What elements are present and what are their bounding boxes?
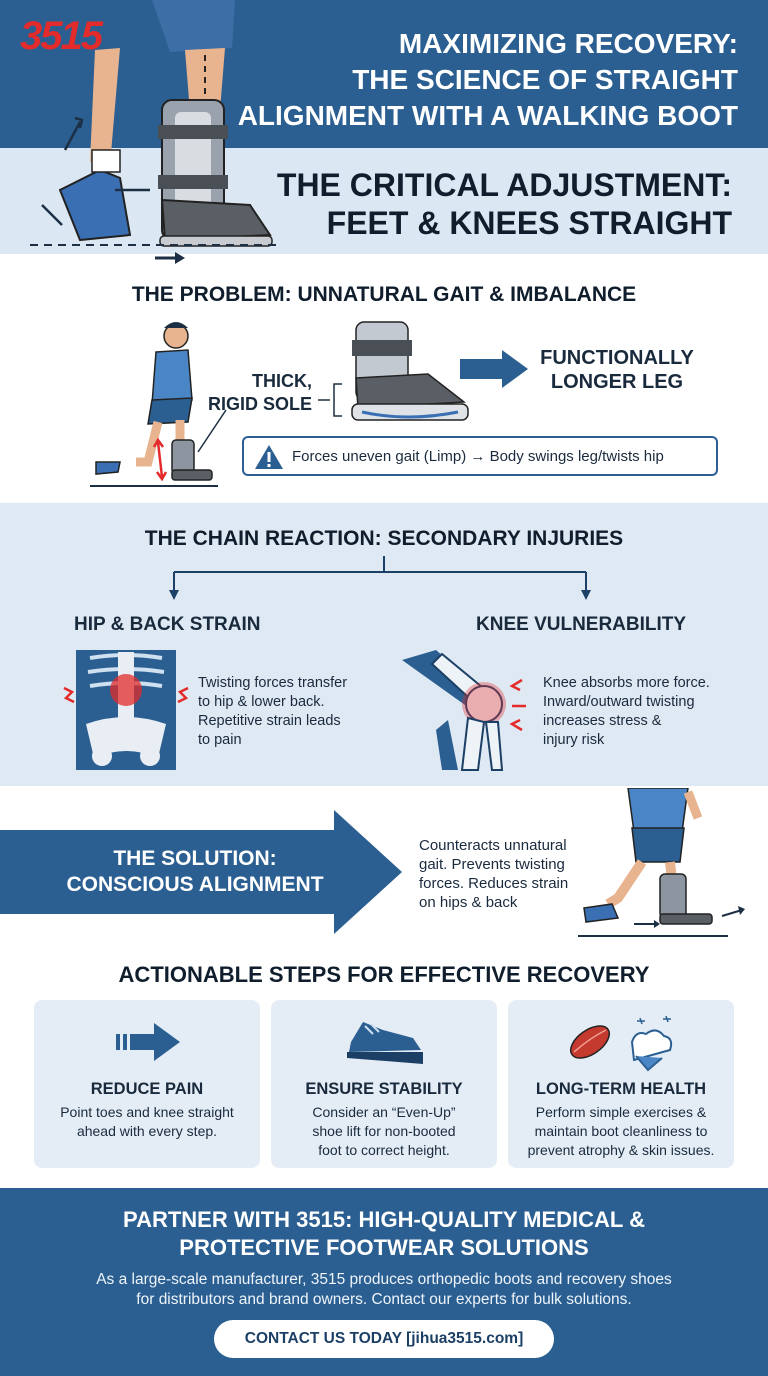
label-line: LONGER LEG — [550, 371, 684, 393]
step-card-ensure-stability: ENSURE STABILITY Consider an “Even-Up” s… — [271, 1000, 497, 1168]
knee-text: Knee absorbs more force. Inward/outward … — [543, 674, 710, 750]
warning-box: Forces uneven gait (Limp) → Body swings … — [242, 436, 718, 476]
footer-title: PARTNER WITH 3515: HIGH-QUALITY MEDICAL … — [0, 1206, 768, 1262]
text-line: to hip & lower back. — [198, 694, 325, 710]
text-line: Point toes and knee straight — [60, 1104, 234, 1120]
text-line: gait. Prevents twisting — [419, 856, 565, 873]
text-line: on hips & back — [419, 894, 518, 911]
shoe-lift-icon — [347, 1022, 423, 1064]
brand-logo: 3515 — [20, 14, 103, 58]
steps-heading: ACTIONABLE STEPS FOR EFFECTIVE RECOVERY — [118, 962, 650, 987]
label-line: THICK, — [252, 371, 312, 391]
text-line: shoe lift for non-booted — [312, 1123, 456, 1139]
subtitle-line: THE CRITICAL ADJUSTMENT: — [276, 167, 732, 203]
label-line: FUNCTIONALLY — [540, 347, 694, 369]
footer-description: As a large-scale manufacturer, 3515 prod… — [20, 1270, 748, 1310]
hip-back-text: Twisting forces transfer to hip & lower … — [198, 674, 347, 750]
text-line: Twisting forces transfer — [198, 675, 348, 691]
branch-connector — [169, 556, 591, 600]
subheader-band — [0, 148, 768, 254]
text-line: Knee absorbs more force. — [543, 675, 710, 691]
title-line: PARTNER WITH 3515: HIGH-QUALITY MEDICAL … — [123, 1207, 645, 1232]
step-text: Point toes and knee straight ahead with … — [40, 1103, 254, 1141]
warning-text: Forces uneven gait (Limp) → Body swings … — [292, 448, 664, 465]
text-line: maintain boot cleanliness to — [534, 1123, 708, 1139]
text-line: prevent atrophy & skin issues. — [527, 1142, 715, 1158]
longer-leg-label: FUNCTIONALLY LONGER LEG — [522, 346, 712, 394]
title-line: CONSCIOUS ALIGNMENT — [66, 873, 324, 896]
sole-label: THICK, RIGID SOLE — [200, 370, 312, 416]
step-title: ENSURE STABILITY — [305, 1080, 463, 1098]
limping-walker-illustration — [90, 322, 227, 487]
muscle-cleaning-icon — [569, 1015, 673, 1072]
title-line: THE SCIENCE OF STRAIGHT — [352, 64, 738, 95]
text-line: to pain — [198, 732, 242, 748]
text-line: injury risk — [543, 732, 605, 748]
text-line: ahead with every step. — [76, 1123, 218, 1139]
text-line: Perform simple exercises & — [535, 1104, 707, 1120]
step-card-long-term-health: LONG-TERM HEALTH Perform simple exercise… — [508, 1000, 734, 1168]
text-line: Counteracts unnatural — [419, 837, 567, 854]
title-line: MAXIMIZING RECOVERY: — [398, 28, 738, 59]
title-line: THE SOLUTION: — [113, 847, 277, 870]
step-title: LONG-TERM HEALTH — [535, 1080, 707, 1098]
text-line: Repetitive strain leads — [198, 713, 341, 729]
step-text: Consider an “Even-Up” shoe lift for non-… — [277, 1103, 491, 1160]
title-line: ALIGNMENT WITH A WALKING BOOT — [237, 100, 738, 131]
knee-title: KNEE VULNERABILITY — [476, 614, 687, 635]
step-title: REDUCE PAIN — [90, 1080, 204, 1098]
contact-us-button[interactable]: CONTACT US TODAY [jihua3515.com] — [214, 1320, 554, 1358]
step-card-reduce-pain: REDUCE PAIN Point toes and knee straight… — [34, 1000, 260, 1168]
step-text: Perform simple exercises & maintain boot… — [514, 1103, 728, 1160]
critical-adjustment-heading: THE CRITICAL ADJUSTMENT: FEET & KNEES ST… — [252, 166, 732, 242]
arrow-icon — [116, 1023, 180, 1061]
leg-boot-illustration — [30, 0, 280, 264]
text-line: foot to correct height. — [318, 1142, 450, 1158]
text-line: increases stress & — [543, 713, 662, 729]
solution-text: Counteracts unnatural gait. Prevents twi… — [419, 836, 568, 912]
aligned-walker-illustration — [578, 788, 745, 937]
solution-arrow-banner — [0, 810, 402, 934]
label-line: RIGID SOLE — [207, 394, 312, 414]
header-banner — [0, 0, 768, 148]
boot-sole-illustration — [351, 321, 469, 421]
solution-title: THE SOLUTION: CONSCIOUS ALIGNMENT — [30, 846, 360, 898]
warning-icon — [255, 445, 283, 469]
bracket-pointer — [318, 383, 342, 417]
knee-joint-icon — [402, 650, 526, 771]
title-line: PROTECTIVE FOOTWEAR SOLUTIONS — [179, 1235, 589, 1260]
text-line: for distributors and brand owners. Conta… — [136, 1291, 632, 1308]
result-arrow-icon — [460, 350, 528, 388]
chain-heading: THE CHAIN REACTION: SECONDARY INJURIES — [144, 527, 624, 550]
spine-pelvis-icon — [63, 650, 189, 770]
text-line: As a large-scale manufacturer, 3515 prod… — [96, 1271, 672, 1288]
hip-back-title: HIP & BACK STRAIN — [74, 614, 261, 635]
page-title: MAXIMIZING RECOVERY: THE SCIENCE OF STRA… — [218, 26, 738, 134]
subtitle-line: FEET & KNEES STRAIGHT — [326, 205, 732, 241]
text-line: Consider an “Even-Up” — [312, 1104, 456, 1120]
problem-heading: THE PROBLEM: UNNATURAL GAIT & IMBALANCE — [131, 283, 637, 306]
text-line: Inward/outward twisting — [543, 694, 695, 710]
text-line: forces. Reduces strain — [419, 875, 569, 892]
